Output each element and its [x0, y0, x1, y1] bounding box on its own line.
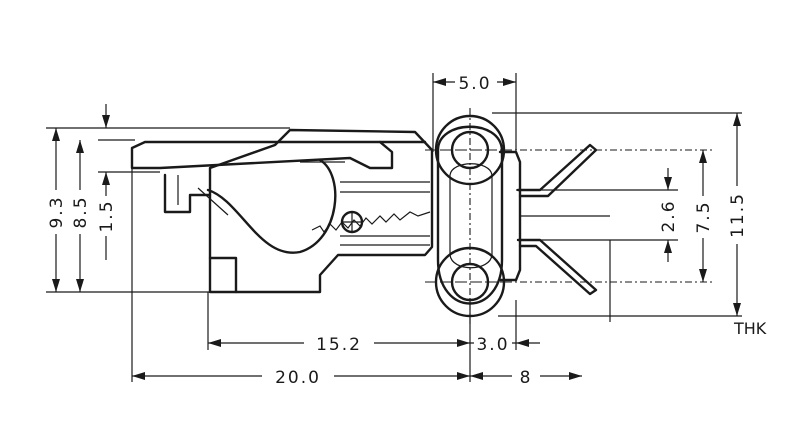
dim-lever-height-label: 1.5: [97, 199, 117, 232]
dimension-2-6: 2.6: [656, 168, 680, 262]
dimension-9-3: 9.3: [44, 128, 68, 292]
dim-terminal-span-label: 7.5: [694, 200, 714, 233]
dimension-11-5: 11.5: [725, 113, 749, 316]
dimension-15-2: 15.2: [208, 332, 470, 355]
dim-height-total-label: 9.3: [47, 195, 67, 228]
dim-housing-width-label: 3.0: [476, 335, 509, 355]
dim-overall-height-label: 11.5: [728, 192, 748, 238]
dimension-8: 8: [470, 365, 582, 388]
thickness-label: THK: [733, 319, 767, 338]
actuator-lever: [130, 140, 427, 170]
spring-and-pin: [197, 187, 431, 234]
dim-overall-length-label: 20.0: [275, 368, 321, 388]
dimension-3-0: 3.0: [470, 332, 540, 355]
extension-lines: [46, 73, 742, 382]
switch-body-outline: [163, 128, 434, 294]
dimension-20-0: 20.0: [132, 365, 470, 388]
dim-body-length-label: 15.2: [316, 335, 362, 355]
dim-top-width-label: 5.0: [458, 74, 491, 94]
dimension-5-0: 5.0: [433, 70, 516, 94]
center-lines: [425, 108, 712, 324]
terminal-housing: [436, 125, 522, 305]
dimension-7-5: 7.5: [691, 150, 715, 282]
dimension-8-5: 8.5: [68, 140, 92, 292]
dim-terminal-spacing-label: 2.6: [659, 199, 679, 232]
dim-height-body-label: 8.5: [71, 195, 91, 228]
dim-terminal-length-label: 8: [520, 368, 533, 388]
terminal-leads: [516, 143, 610, 296]
dimension-1-5: 1.5: [94, 104, 118, 260]
